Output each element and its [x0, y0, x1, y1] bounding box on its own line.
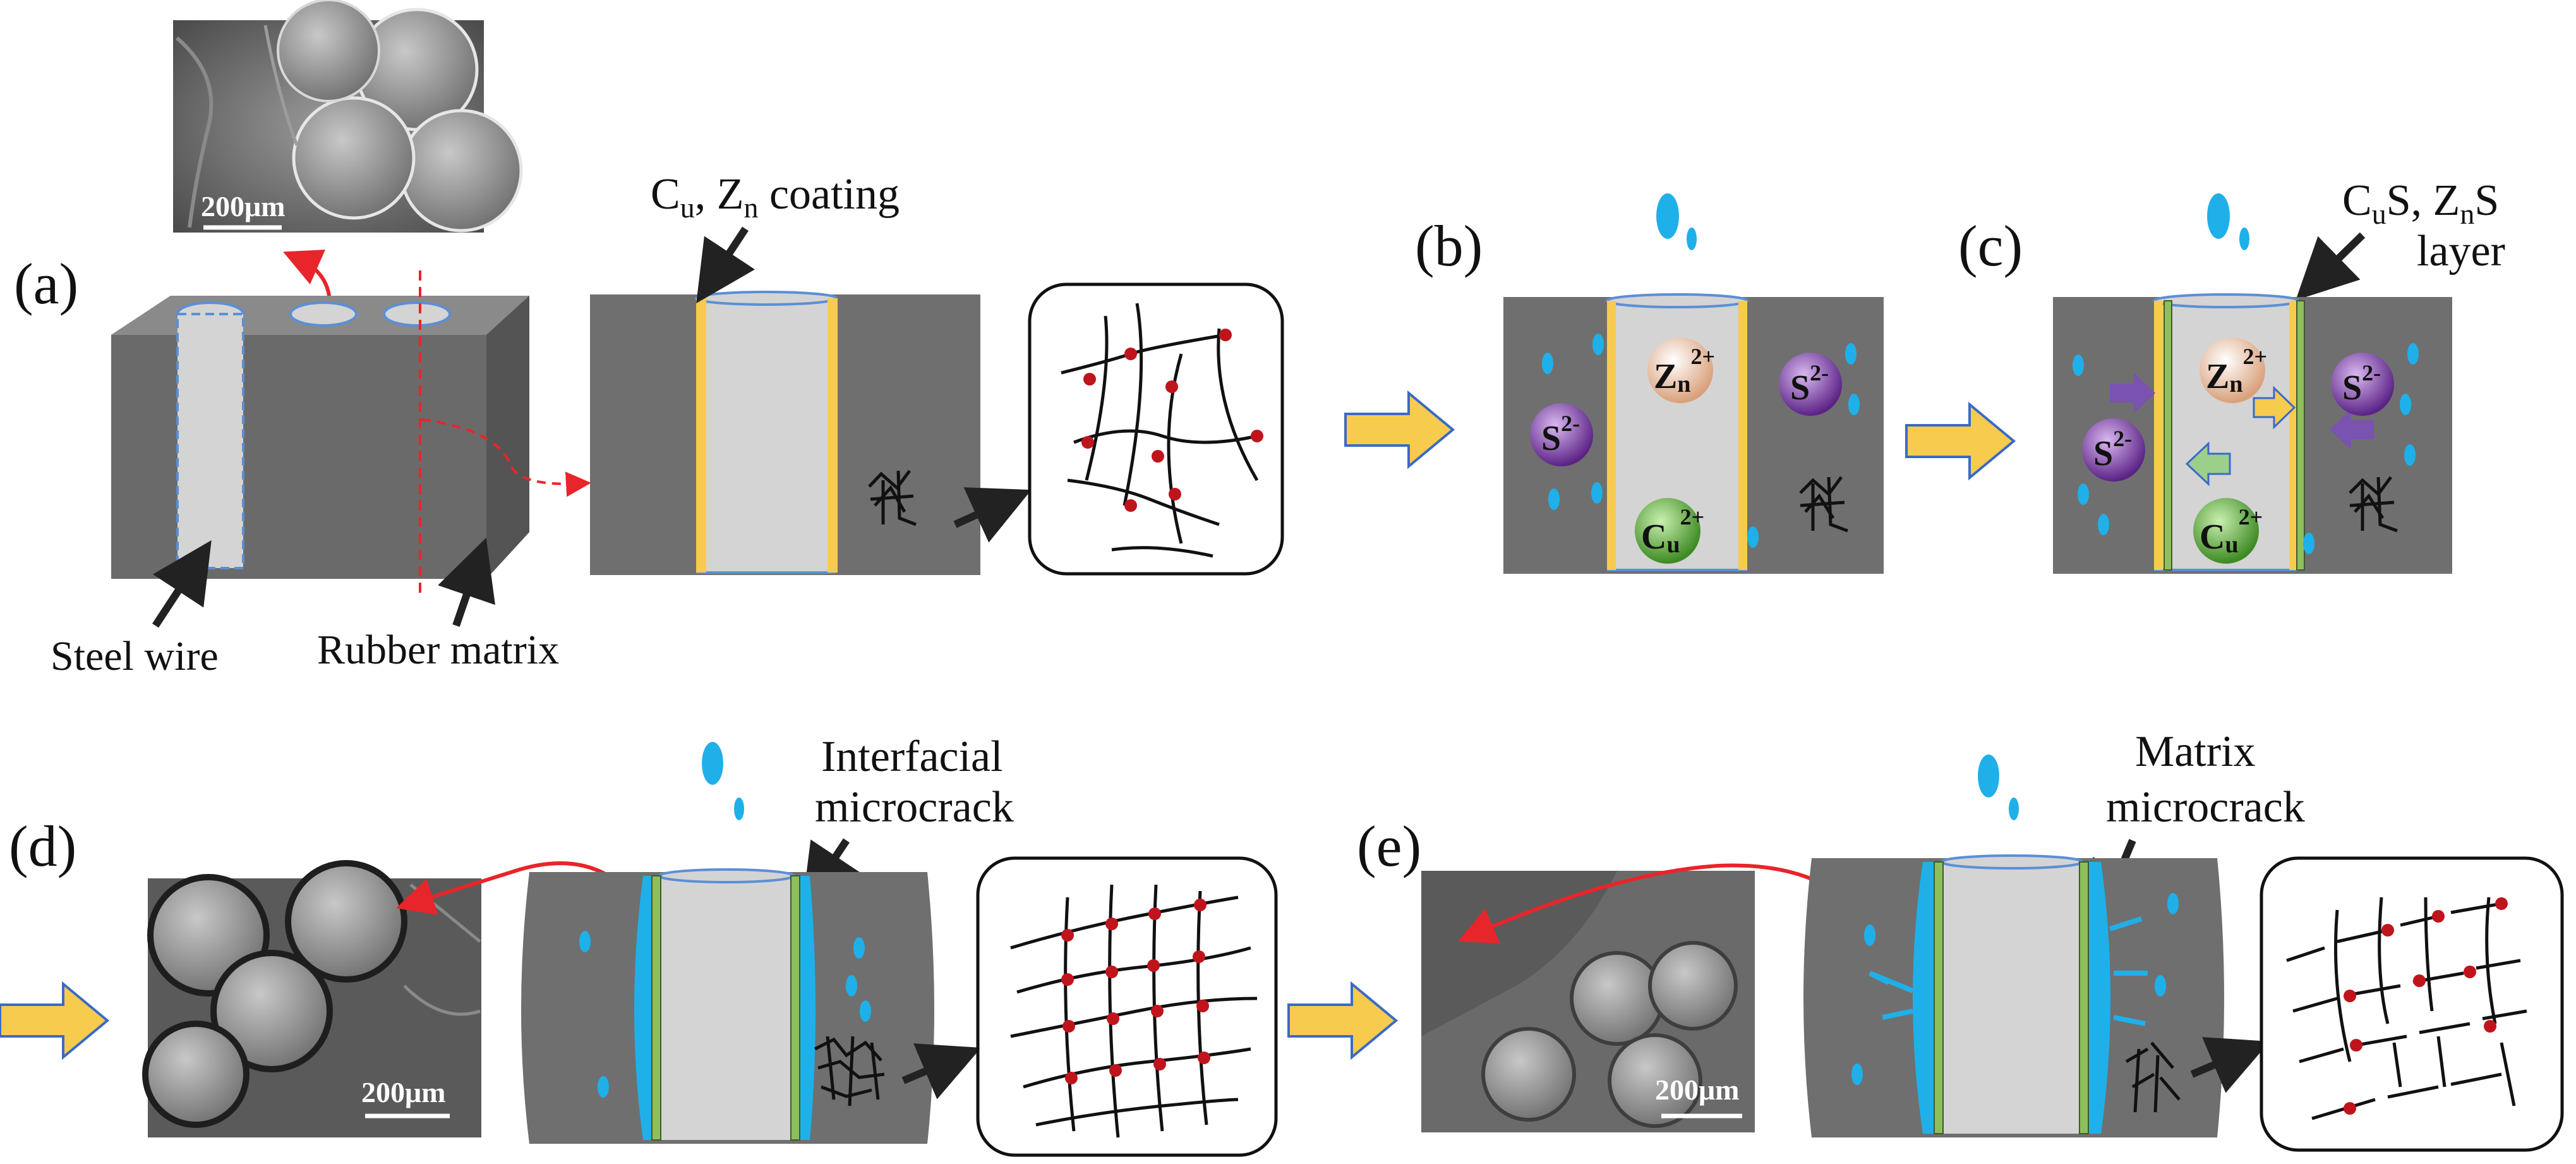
steel-wire-label: Steel wire — [51, 633, 219, 679]
rubber-matrix-pointer — [438, 537, 495, 627]
scale-bar-a: 200μm — [201, 190, 285, 222]
water-drop-large-b — [1656, 193, 1679, 239]
scale-bar-e: 200μm — [1655, 1074, 1739, 1106]
svg-text:Zn2+: Zn2+ — [1654, 344, 1715, 397]
svg-text:S2-: S2- — [2093, 426, 2132, 473]
panel-label-b: (b) — [1415, 214, 1483, 278]
interfacial-label-line2: microcrack — [815, 783, 1014, 832]
copper-ion-b: Cu2+ — [1635, 498, 1704, 564]
sulfide-ion-b-left: S2- — [1530, 403, 1593, 466]
sulfide-ion-c-left: S2- — [2082, 418, 2145, 482]
network-pointer-a — [953, 487, 1032, 543]
panel-label-c: (c) — [1958, 214, 2023, 278]
network-pointer-d — [901, 1043, 982, 1100]
sulfide-ion-b-right: S2- — [1779, 353, 1842, 416]
zinc-ion-b: Zn2+ — [1647, 337, 1715, 403]
water-drop-small-d — [734, 797, 744, 820]
matrix-label-line1: Matrix — [2135, 727, 2256, 776]
matrix-label-line2: microcrack — [2106, 783, 2305, 832]
scale-bar-d: 200μm — [361, 1076, 445, 1108]
water-drop-large-e — [1978, 755, 1999, 797]
svg-text:Zn2+: Zn2+ — [2206, 344, 2267, 397]
svg-text:S2-: S2- — [1790, 360, 1829, 408]
rubber-matrix-label: Rubber matrix — [317, 627, 559, 673]
svg-text:Cu2+: Cu2+ — [2200, 504, 2263, 558]
cross-section-a — [590, 291, 980, 575]
svg-text:S2-: S2- — [1541, 411, 1580, 458]
water-drop-large-d — [702, 742, 723, 785]
sem-image-d: 200μm — [142, 860, 481, 1137]
flow-arrow-c-d — [0, 981, 110, 1060]
flow-arrow-d-e — [1287, 981, 1399, 1060]
network-pointer-e — [2190, 1037, 2270, 1093]
layer-label-line1: CuS, ZnS — [2342, 176, 2499, 230]
inset-arrow-a — [283, 250, 332, 303]
flow-arrow-b-c — [1905, 401, 2016, 481]
crosslink-network-box-a — [1028, 282, 1284, 576]
cross-section-e — [1803, 854, 2224, 1137]
svg-text:Cu2+: Cu2+ — [1641, 504, 1704, 558]
zinc-ion-c: Zn2+ — [2200, 337, 2267, 403]
panel-label-e: (e) — [1357, 814, 1421, 878]
panel-label-a: (a) — [14, 252, 78, 316]
sem-image-a: 200μm — [173, 0, 523, 233]
svg-text:S2-: S2- — [2342, 360, 2381, 408]
interfacial-label-line1: Interfacial — [821, 732, 1003, 781]
rubber-block-3d — [111, 270, 591, 594]
sulfide-ion-c-right: S2- — [2331, 353, 2394, 416]
crosslink-network-box-e — [2260, 856, 2564, 1152]
coating-label: Cu, Zn coating — [651, 170, 900, 224]
crosslink-network-box-d — [976, 856, 1278, 1157]
flow-arrow-a-b — [1344, 390, 1455, 470]
steel-wire-pointer — [152, 540, 212, 628]
water-drop-small-b — [1687, 227, 1697, 250]
cross-section-d — [521, 868, 934, 1144]
panel-label-d: (d) — [9, 814, 76, 878]
sem-image-e: 200μm — [1421, 871, 1755, 1132]
water-drop-large-c — [2207, 193, 2230, 239]
layer-label-line2: layer — [2417, 227, 2505, 276]
water-drop-small-e — [2009, 797, 2019, 820]
water-drop-small-c — [2239, 227, 2249, 250]
layer-pointer — [2296, 232, 2366, 301]
coating-pointer — [696, 226, 755, 304]
copper-ion-c: Cu2+ — [2193, 498, 2263, 564]
